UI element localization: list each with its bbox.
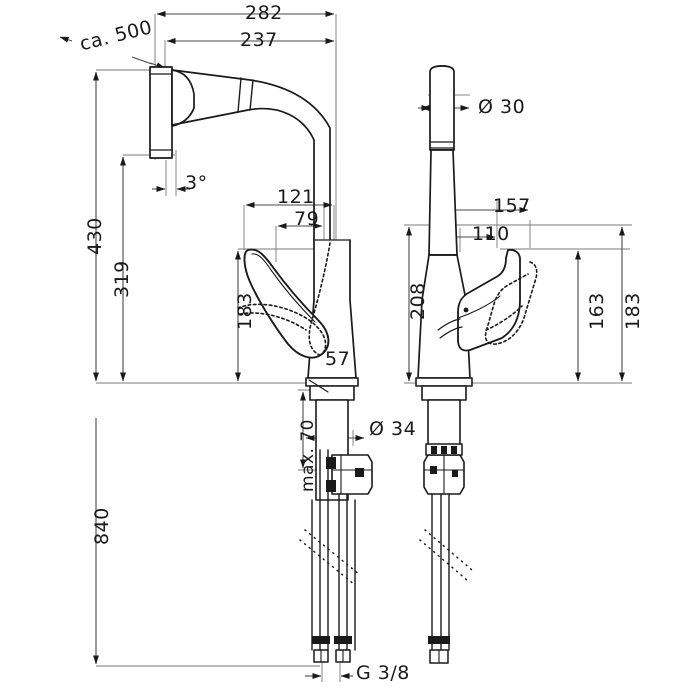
hose-connector-front (423, 443, 465, 495)
break-line-left (299, 529, 361, 586)
pullout-spray-head (149, 66, 195, 159)
dimension-label-183-right: 183 (622, 292, 644, 330)
dimension-label-121: 121 (277, 186, 315, 208)
dimension-label-max70: max. 70 (298, 419, 318, 492)
dimension-label-G38: G 3/8 (356, 662, 410, 684)
lever-handle-side (243, 248, 330, 359)
hose-connector-side (326, 454, 373, 495)
dimension-label-282: 282 (245, 2, 283, 24)
thread-fittings-side (312, 636, 352, 663)
view-side-pullout (149, 66, 373, 663)
dimension-label-163: 163 (586, 292, 608, 330)
supply-hoses-side (311, 449, 356, 651)
dimension-label-208: 208 (407, 282, 429, 320)
dimension-label-3deg: 3° (185, 172, 208, 194)
leader-ca500-tail (59, 36, 73, 43)
lever-handle-front (457, 248, 521, 352)
lever-handle-ghost-front (484, 261, 538, 345)
dimension-label-57: 57 (325, 348, 351, 370)
pullout-spray-head-front (429, 65, 455, 151)
dimension-label-183-left: 183 (234, 292, 256, 330)
leader-ca500-path (131, 56, 153, 65)
lever-handle-ghost-side (237, 242, 331, 357)
dimension-label-319: 319 (111, 260, 133, 298)
supply-hoses-front (431, 493, 450, 651)
dimension-label-d34: Ø 34 (369, 418, 417, 440)
dimension-label-840: 840 (91, 507, 113, 545)
break-line-right (419, 529, 473, 581)
view-front (415, 65, 538, 664)
dimension-label-d30: Ø 30 (478, 96, 526, 118)
dimension-label-430: 430 (84, 217, 106, 255)
dimension-label-79: 79 (294, 208, 320, 230)
thread-fitting-front (428, 636, 450, 664)
dimension-label-157: 157 (493, 195, 531, 217)
spout-arm (171, 69, 331, 241)
faucet-column-front (417, 149, 471, 379)
aerator-marks-front (437, 318, 463, 339)
dimension-label-110: 110 (472, 223, 510, 245)
dimension-label-237: 237 (240, 29, 278, 51)
